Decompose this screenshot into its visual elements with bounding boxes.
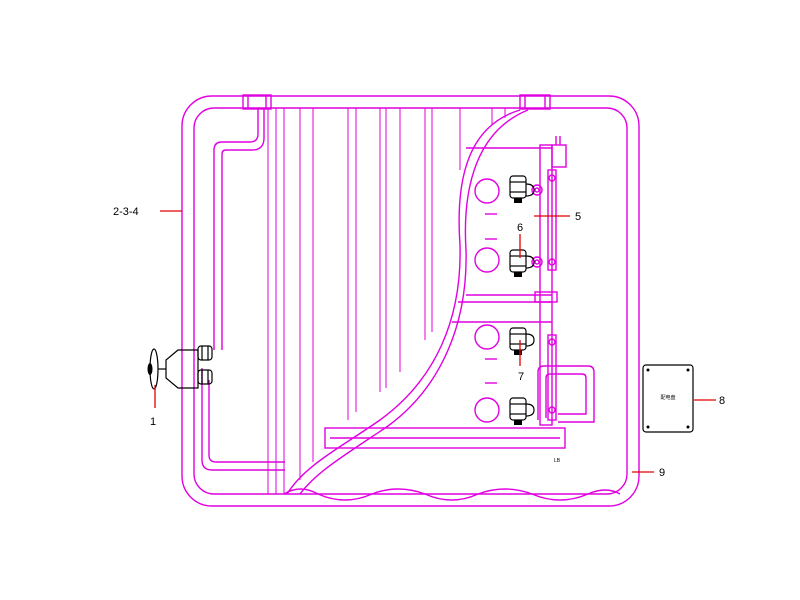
callout-1: 1 [150, 416, 156, 428]
heater-terminal-1 [509, 175, 535, 203]
corner-mark: LB [554, 458, 561, 464]
control-box: 配电盘 [642, 364, 694, 433]
callout-9: 9 [659, 467, 665, 479]
leader-lines [154, 210, 716, 473]
callout-7: 7 [518, 371, 524, 383]
module-frame [324, 147, 566, 449]
wavy-bottom [283, 488, 621, 501]
callout-5: 5 [575, 211, 581, 223]
heater-terminal-4 [509, 397, 535, 425]
panel-lines [267, 108, 506, 494]
left-pipe [201, 109, 285, 471]
valve [147, 345, 213, 390]
tank-frame [181, 94, 640, 507]
element-ports [474, 178, 543, 423]
callouts: 1 2-3-4 5 6 7 8 9 [113, 206, 725, 479]
callout-8: 8 [719, 395, 725, 407]
control-box-label: 配电盘 [660, 394, 675, 401]
heater-terminal-2 [509, 249, 535, 277]
callout-2-3-4: 2-3-4 [113, 206, 139, 218]
heater-terminal-3 [509, 327, 535, 355]
callout-6: 6 [517, 222, 523, 234]
manifold [534, 136, 595, 426]
cutaway-curve [286, 109, 529, 495]
